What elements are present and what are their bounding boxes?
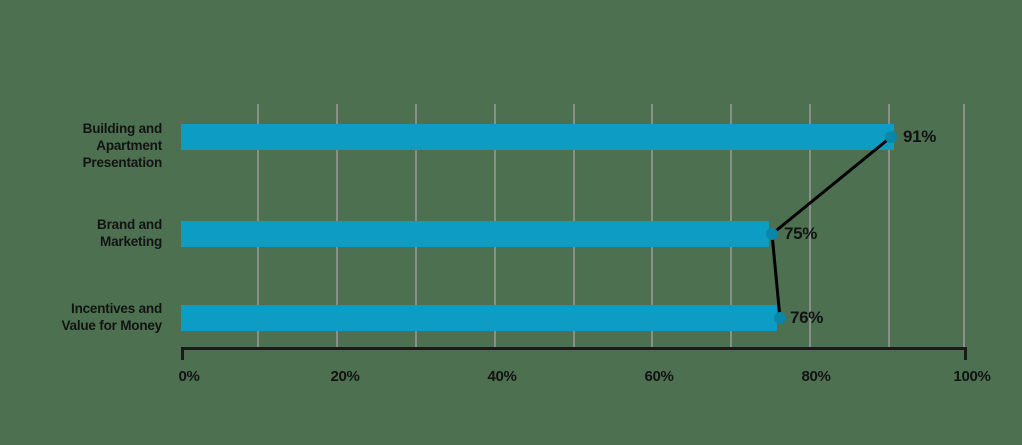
category-label-1-line-1: Marketing — [100, 234, 162, 249]
category-label-0-line-0: Building and — [82, 121, 163, 136]
x-axis-line — [181, 347, 967, 350]
data-label-1: 75% — [784, 224, 818, 243]
x-tick-label-60: 60% — [644, 368, 674, 385]
bar-incentives-and-value-for-money — [181, 305, 777, 331]
x-tick-label-0: 0% — [178, 368, 200, 385]
x-tick-label-100: 100% — [953, 368, 991, 385]
x-tick-label-20: 20% — [330, 368, 360, 385]
category-label-1: Brand and Marketing — [0, 216, 162, 250]
category-label-0-line-2: Presentation — [82, 155, 163, 170]
category-label-2: Incentives and Value for Money — [0, 300, 162, 334]
x-tick-label-40: 40% — [487, 368, 517, 385]
category-label-0: Building and Apartment Presentation — [0, 120, 163, 171]
x-axis-cap-left — [181, 348, 184, 360]
x-tick-label-80: 80% — [801, 368, 831, 385]
category-label-1-line-0: Brand and — [97, 217, 162, 232]
category-label-0-line-1: Apartment — [96, 138, 162, 153]
category-label-2-line-1: Value for Money — [61, 318, 162, 333]
x-axis-cap-right — [964, 348, 967, 360]
data-label-2: 76% — [790, 308, 824, 327]
bar-brand-and-marketing — [181, 221, 769, 247]
category-label-2-line-0: Incentives and — [71, 301, 162, 316]
gridline-100 — [963, 104, 965, 348]
data-label-0: 91% — [903, 127, 937, 146]
